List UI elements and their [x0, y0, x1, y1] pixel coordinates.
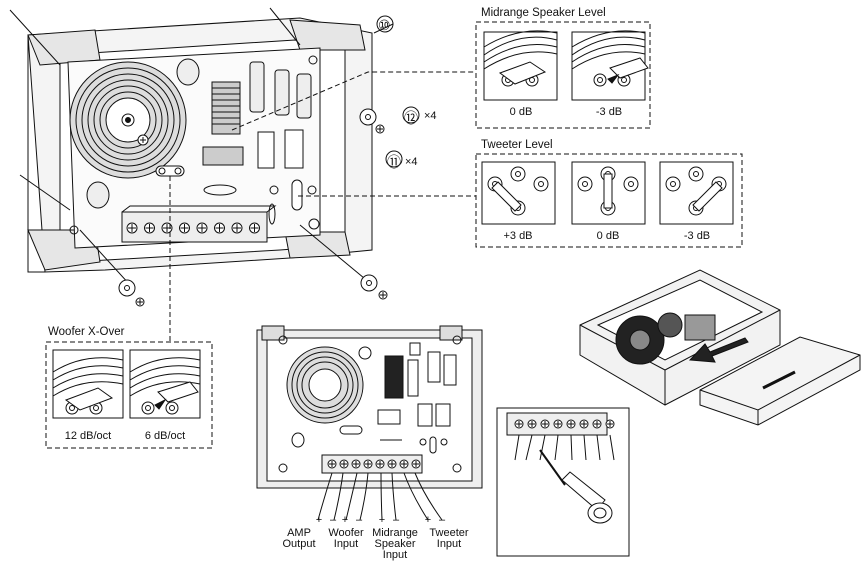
midrange-panel: [475, 21, 651, 129]
leader-lines: [169, 71, 476, 342]
terminal-screw-slot: [353, 461, 359, 467]
terminal-label-line: Woofer: [328, 527, 364, 539]
screwdriver-detail: [496, 407, 630, 557]
terminal-screw-slot: [250, 224, 259, 232]
callout-11-quantity: ×4: [405, 156, 418, 168]
terminal-screw-slot: [128, 224, 136, 232]
coil-front: [286, 346, 364, 424]
terminal-screw-slot: [581, 421, 587, 427]
terminal-label-line: AMP: [287, 527, 311, 539]
callout-12-quantity: ×4: [424, 110, 437, 122]
terminal-label-line: Speaker: [374, 538, 416, 550]
woofer-option-1: 6 dB/oct: [144, 430, 186, 442]
terminal-screw-slot: [542, 421, 548, 427]
terminal-midrange-input: Midrange Speaker Input: [372, 528, 418, 561]
terminal-screw-slot: [329, 461, 335, 467]
terminal-screw-slot: [389, 461, 395, 467]
terminal-screw-slot: [568, 421, 574, 427]
terminal-screw-slot: [145, 224, 154, 232]
terminal-screw-slot: [377, 461, 383, 467]
terminal-screw-slot: [233, 224, 241, 232]
crossover-unit-exploded: [9, 7, 420, 307]
terminal-label-line: Input: [382, 549, 408, 561]
callout-11: ⑪: [387, 154, 401, 170]
midrange-option-0: 0 dB: [509, 106, 533, 118]
polarity-4: +: [378, 514, 386, 526]
tweeter-option-2: -3 dB: [683, 230, 711, 242]
midrange-option-1: -3 dB: [595, 106, 623, 118]
midrange-title: Midrange Speaker Level: [481, 7, 606, 19]
terminal-screw-slot: [215, 224, 224, 232]
tweeter-panel: [475, 153, 743, 248]
tweeter-option-1: 0 dB: [596, 230, 620, 242]
crossover-front-view: [256, 325, 483, 521]
polarity-0: +: [315, 514, 323, 526]
terminal-label-line: Midrange: [372, 527, 418, 539]
terminal-block-exploded: [121, 205, 277, 243]
terminal-screw-slot: [341, 461, 347, 467]
tweeter-option-0: +3 dB: [503, 230, 533, 242]
terminal-screw-slot: [594, 421, 600, 427]
terminal-screw-slot: [516, 421, 522, 427]
terminal-screw-slot: [401, 461, 407, 467]
polarity-2: +: [341, 514, 349, 526]
terminal-label-line: Tweeter: [429, 527, 469, 539]
polarity-7: –: [438, 514, 446, 526]
woofer-option-0: 12 dB/oct: [64, 430, 112, 442]
terminal-label-line: Input: [436, 538, 462, 550]
polarity-3: –: [355, 514, 363, 526]
polarity-5: –: [392, 514, 400, 526]
terminal-screw-slot: [555, 421, 561, 427]
terminal-woofer-input: Woofer Input: [328, 528, 363, 550]
callout-10: ⑩: [378, 17, 391, 33]
terminal-screw-slot: [180, 224, 189, 232]
polarity-6: +: [424, 514, 432, 526]
callout-12: ⑫: [404, 110, 418, 126]
polarity-1: –: [329, 514, 337, 526]
tweeter-title: Tweeter Level: [481, 139, 553, 151]
terminal-screw-slot: [607, 421, 613, 427]
woofer-panel: [45, 341, 213, 449]
enclosure-insert-view: [579, 269, 861, 426]
woofer-coil: [69, 61, 187, 179]
terminal-amp-output: AMP Output: [282, 528, 315, 550]
terminal-screw-slot: [413, 461, 419, 467]
terminal-label-line: Input: [333, 538, 359, 550]
terminal-screw-slot: [365, 461, 371, 467]
terminal-tweeter-input: Tweeter Input: [429, 528, 468, 550]
terminal-screw-slot: [198, 224, 206, 232]
woofer-title: Woofer X-Over: [48, 326, 125, 338]
terminal-label-line: Output: [282, 538, 316, 550]
terminal-screw-slot: [529, 421, 535, 427]
